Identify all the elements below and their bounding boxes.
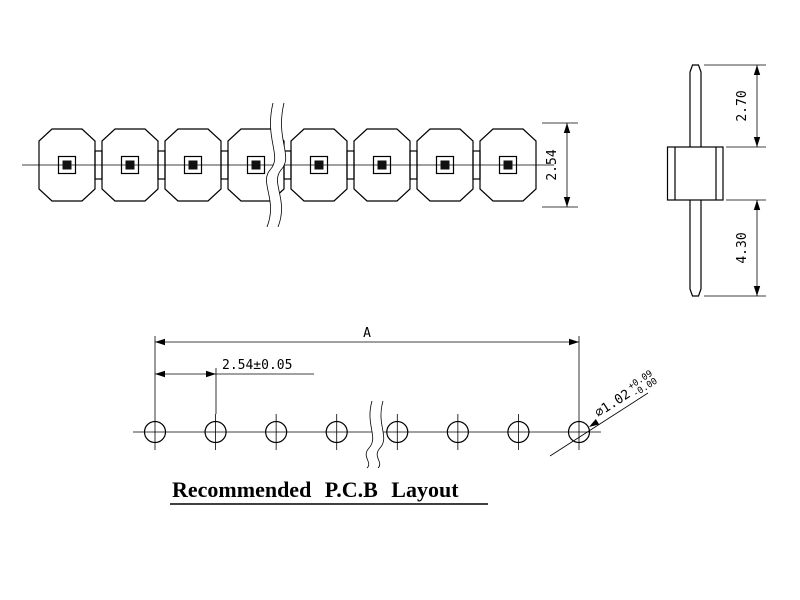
side-view-bottom-dimension: 4.30 (704, 199, 766, 297)
pcb-hole (265, 420, 288, 444)
pcb-hole (143, 420, 167, 444)
pcb-hole (507, 420, 530, 444)
top-view-break (266, 102, 287, 228)
leader-arrowhead (589, 418, 600, 427)
dimension-text-overall: A (363, 326, 371, 341)
header-segment-body (164, 128, 222, 202)
dimension-text-pitch: 2.54 (545, 149, 560, 180)
arrowhead-right (206, 370, 216, 378)
arrowhead-left (155, 338, 165, 346)
header-segment-body (101, 128, 159, 202)
pin-cross-section-inner (125, 160, 135, 170)
arrowhead-left (155, 370, 165, 378)
pin-cross-section-outer (498, 155, 518, 175)
pin-cross-section-inner (440, 160, 450, 170)
break-line-left (266, 102, 276, 228)
arrowhead-up (753, 65, 761, 75)
pcb-hole (386, 420, 409, 444)
pcb-holes (143, 414, 591, 450)
header-segment-body (290, 128, 348, 202)
pin-cross-section-outer (57, 155, 77, 175)
arrowhead-up (753, 200, 761, 210)
pcb-hole (446, 420, 469, 444)
arrowhead-down (563, 197, 571, 207)
arrowhead-right (569, 338, 579, 346)
pcb-pitch-dimension: 2.54±0.05 (155, 358, 314, 414)
pin-cross-section-outer (183, 155, 203, 175)
arrowhead-down (753, 286, 761, 296)
top-view: 2.54 (22, 102, 578, 228)
pin-cross-section-outer (120, 155, 140, 175)
pin-cross-section-inner (62, 160, 72, 170)
arrowhead-up (563, 123, 571, 133)
pin-cross-section-outer (246, 155, 266, 175)
arrowhead-down (753, 137, 761, 147)
diameter-label: ⌀1.02 +0.09 -0.00 (592, 369, 659, 421)
pin-cross-section-outer (372, 155, 392, 175)
side-view: 2.70 4.30 (666, 64, 766, 297)
pin-cross-section-inner (188, 160, 198, 170)
break-line-right (376, 400, 385, 469)
pcb-hole (325, 420, 348, 444)
header-segment-body (416, 128, 474, 202)
pin-cross-section-inner (377, 160, 387, 170)
header-segment-body (38, 128, 96, 202)
break-mask (366, 401, 384, 468)
pin-cross-section-outer (435, 155, 455, 175)
dimension-text-top-length: 2.70 (735, 90, 750, 121)
dimension-text-bottom-length: 4.30 (735, 232, 750, 263)
pcb-hole (567, 420, 591, 444)
pcb-overall-dimension: A (154, 326, 580, 414)
top-view-pitch-dimension: 2.54 (542, 122, 578, 208)
pin-cross-section-inner (251, 160, 261, 170)
pin-body (666, 146, 724, 201)
pin-cross-section-inner (314, 160, 324, 170)
pcb-layout: A 2.54±0.05 ⌀1.02 +0.09 -0.00 Recommende… (133, 326, 660, 505)
header-segment-body (353, 128, 411, 202)
leader-line (549, 392, 649, 457)
header-segment-body (479, 128, 537, 202)
break-line-right (277, 102, 287, 228)
side-view-top-dimension: 2.70 (704, 64, 766, 148)
pcb-break (365, 400, 385, 469)
hole-diameter-callout: ⌀1.02 +0.09 -0.00 (549, 369, 660, 457)
dimension-text-pitch: 2.54±0.05 (222, 358, 292, 373)
pin-top-shaft (689, 64, 702, 147)
pin-cross-section-inner (503, 160, 513, 170)
drawing-title: Recommended P.C.B Layout (172, 477, 459, 502)
pcb-hole (204, 420, 227, 444)
break-line-left (365, 400, 374, 469)
pin-bottom-shaft (689, 200, 702, 297)
pin-cross-section-outer (309, 155, 329, 175)
